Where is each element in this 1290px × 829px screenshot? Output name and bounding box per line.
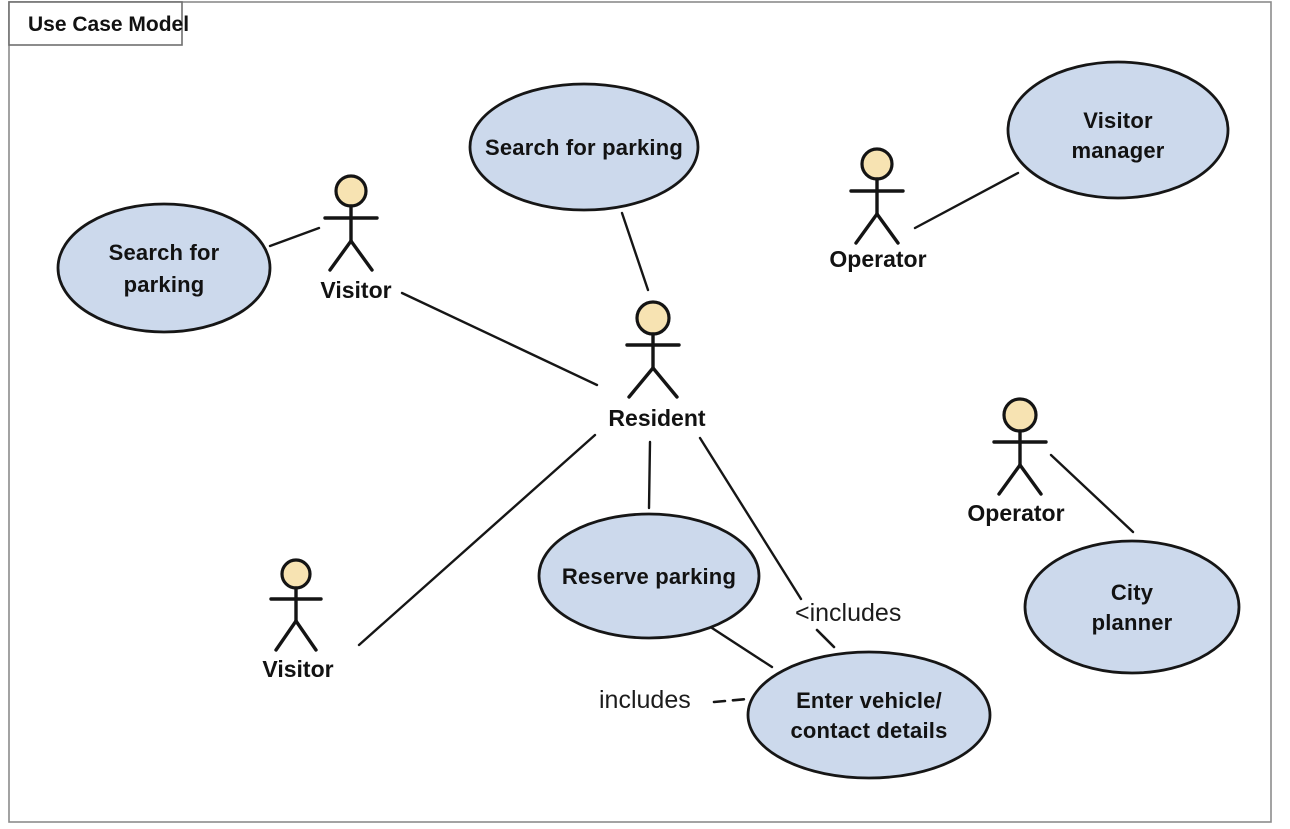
use-case-visitor-manager-label: Visitor [1083,108,1153,133]
actor-operator-right-leg-right [1018,463,1043,496]
association-searchcenter-resident [620,211,650,292]
actor-visitor-bottom-head [280,558,312,590]
association-reserveparking-entervehicle [710,626,774,669]
use-case-search-parking-left-ellipse [56,202,272,334]
actor-operator-top-leg-right [875,212,900,245]
actor-resident-leg-right [651,366,679,399]
use-case-search-parking-left-label: Search for [109,240,220,265]
actor-operator-right-leg-left [997,463,1022,496]
actor-operator-top-head [860,147,894,181]
actor-visitor-top-label: Visitor [320,277,391,303]
diagram-frame [8,1,1272,823]
use-case-city-planner: City planner [1023,539,1241,675]
use-case-search-parking-center-ellipse [468,82,700,212]
actor-operator-right-head [1002,397,1038,433]
use-case-city-planner-label: City [1111,580,1154,605]
actor-visitor-top: Visitor [320,174,392,303]
use-case-reserve-parking-ellipse [537,512,761,640]
use-case-city-planner-label2: planner [1092,610,1173,635]
use-case-visitor-manager-label2: manager [1071,138,1164,163]
actor-visitor-top-leg-left [328,239,353,272]
actor-operator-right-label: Operator [967,500,1064,526]
association-reserveparking-entervehicle-dash [712,697,749,704]
page-title: Use Case Model [28,13,189,36]
actor-visitor-bottom-leg-left [274,619,298,652]
use-case-search-parking-center-label: Search for parking [485,135,683,160]
use-case-enter-vehicle-label: Enter vehicle/ [796,688,942,713]
actor-resident: Resident [608,300,706,431]
includes-label-reserve: includes [599,686,691,714]
actor-visitor-top-leg-right [349,239,374,272]
title-box-rect [8,1,183,46]
association-visitortop-resident [400,291,599,387]
use-case-reserve-parking: Reserve parking [537,512,761,640]
use-case-search-parking-left: Search for parking [56,202,272,334]
association-searchleft-visitortop [268,226,321,248]
actor-operator-top-label: Operator [829,246,926,272]
actor-resident-head [635,300,671,336]
use-case-visitor-manager: Visitor manager [1006,60,1230,200]
actor-resident-leg-left [627,366,655,399]
actor-visitor-bottom-leg-right [294,619,318,652]
actor-operator-top-leg-left [854,212,879,245]
use-case-visitor-manager-ellipse [1006,60,1230,200]
use-case-enter-vehicle: Enter vehicle/ contact details [746,650,992,780]
title-box: Use Case Model [8,1,189,46]
use-case-search-parking-center: Search for parking [468,82,700,212]
actor-operator-top: Operator [829,147,927,272]
use-case-city-planner-ellipse [1023,539,1241,675]
actor-visitor-bottom-label: Visitor [262,656,333,682]
use-case-enter-vehicle-label2: contact details [790,718,947,743]
includes-label-resident: <includes [795,599,901,627]
association-resident-entervehicle [698,436,803,601]
actor-visitor-top-head [334,174,368,208]
use-case-search-parking-left-label2: parking [124,272,205,297]
association-operatorright-cityplanner [1049,453,1135,534]
association-resident-reserveparking [647,440,652,510]
use-case-enter-vehicle-ellipse [746,650,992,780]
use-case-reserve-parking-label: Reserve parking [562,564,736,589]
association-resident-entervehicle-dash [815,628,836,649]
association-resident-visitorbottom [357,433,597,647]
actor-visitor-bottom: Visitor [262,558,334,682]
association-operatortop-visitormanager [913,171,1020,230]
actor-resident-label: Resident [608,405,705,431]
actor-operator-right: Operator [967,397,1065,526]
